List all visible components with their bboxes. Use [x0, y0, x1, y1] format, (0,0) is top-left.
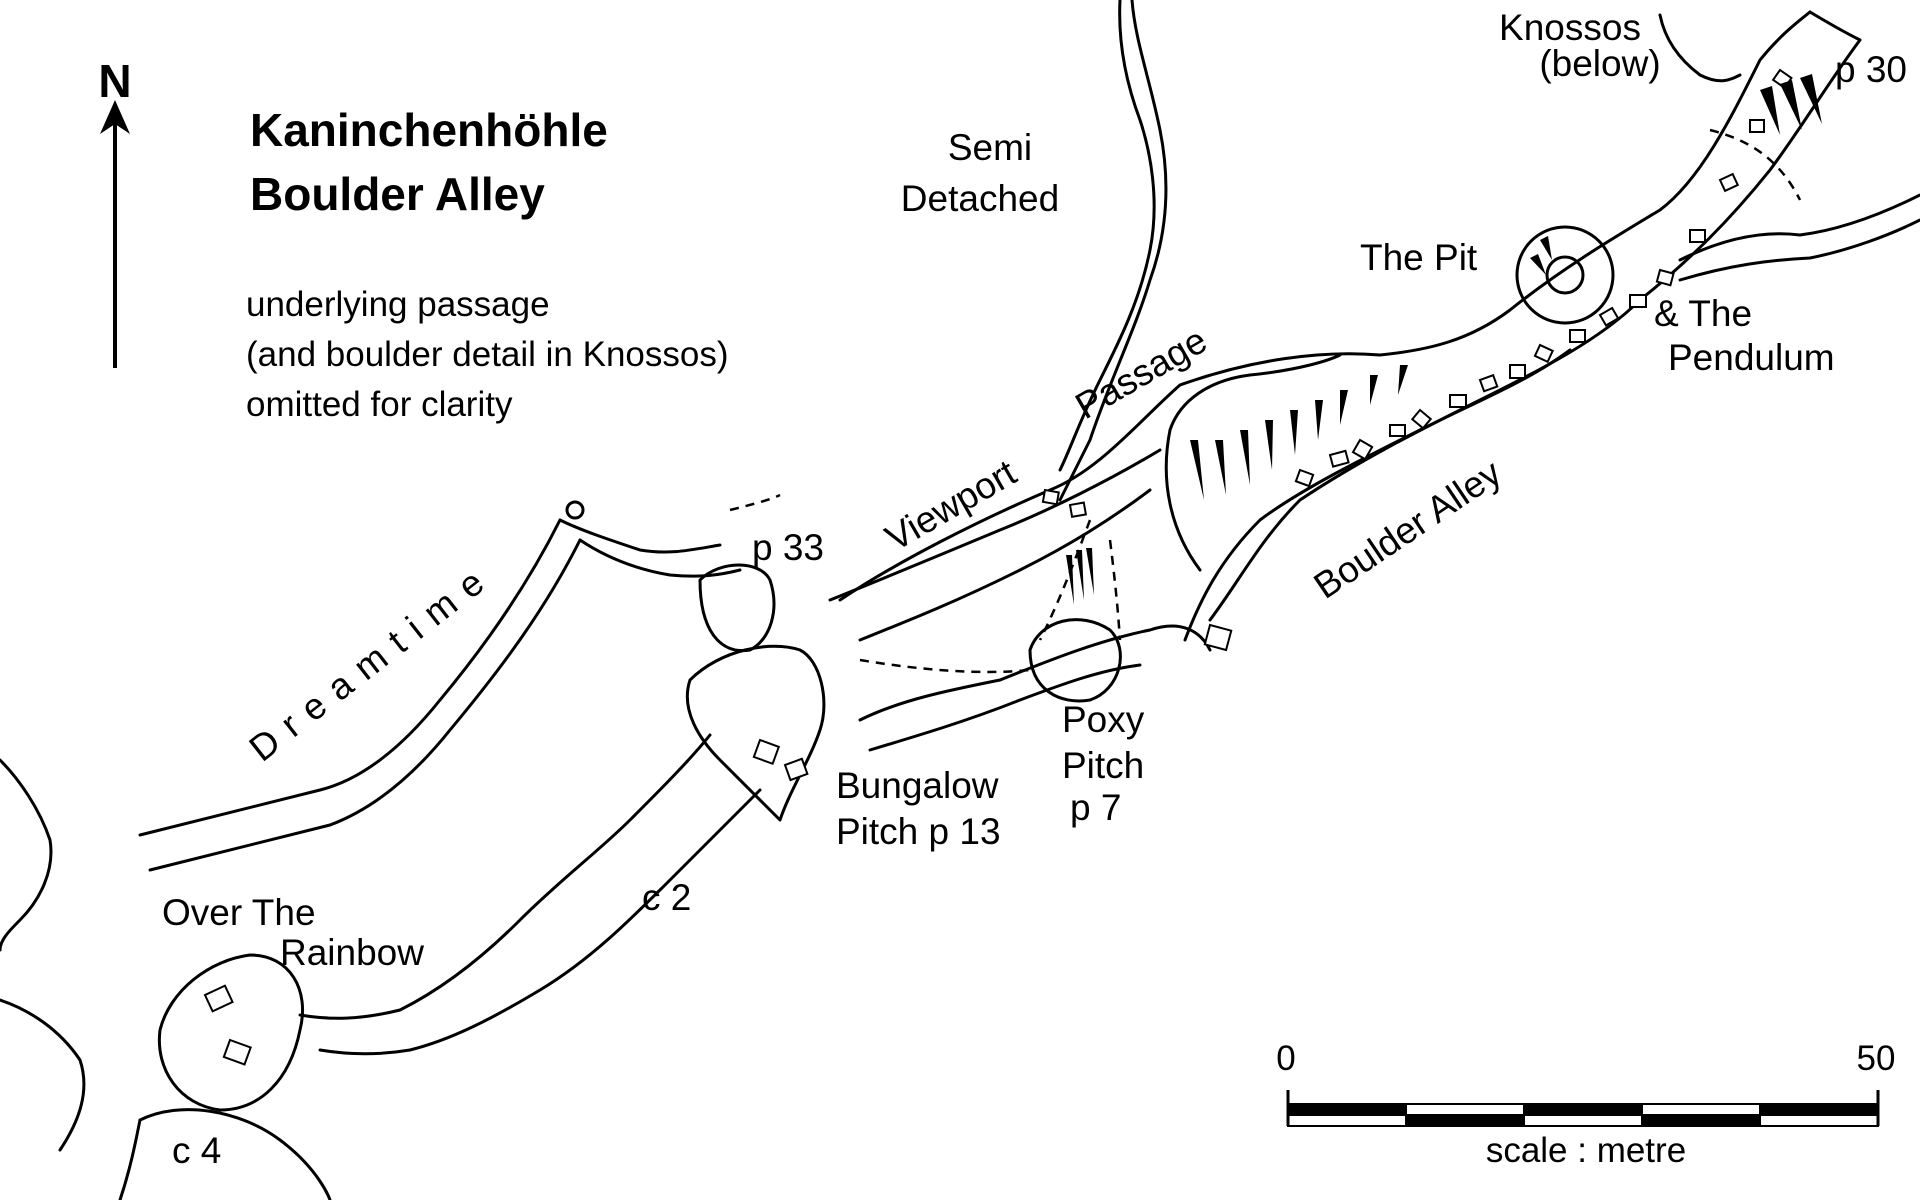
label-c2: c 2 — [642, 877, 691, 918]
north-label: N — [98, 55, 131, 107]
c4-chamber — [118, 1108, 332, 1200]
scale-segment-bottom — [1287, 1114, 1407, 1127]
the-pit-shaft — [1515, 225, 1615, 325]
scale-segment-bottom — [1641, 1114, 1761, 1127]
main-passage-south-wall — [1208, 10, 1862, 622]
dashed-line-4 — [729, 493, 781, 512]
rainbow-passage-south — [318, 788, 762, 1056]
dashed-line-1 — [859, 658, 1031, 674]
dashed-line-3 — [1709, 128, 1802, 201]
scale-segment-top — [1405, 1103, 1525, 1116]
label-p30: p 30 — [1835, 49, 1907, 90]
pitch-hachures — [1066, 74, 1822, 605]
label-over-the: Over The — [162, 892, 316, 933]
dreamtime-passage-south — [148, 538, 582, 872]
map-title-line-1: Kaninchenhöhle — [250, 104, 608, 156]
semi-detached-passage — [1058, 0, 1156, 472]
dashed-line-5 — [1108, 539, 1122, 641]
label-pendulum: Pendulum — [1668, 337, 1835, 378]
scale-segment-bottom — [1759, 1114, 1879, 1127]
label-poxy: Poxy — [1062, 699, 1145, 740]
dashed-lines — [729, 128, 1802, 674]
viewport-passage-wall — [828, 448, 1162, 602]
dashed-line-2 — [1038, 519, 1092, 641]
map-title-line-2: Boulder Alley — [250, 168, 545, 220]
the-pit-inner — [1545, 255, 1585, 295]
left-edge-passage-2 — [0, 998, 86, 1152]
scale-caption: scale : metre — [1486, 1131, 1686, 1170]
scale-segment-top — [1523, 1103, 1643, 1116]
semi-detached-passage-2 — [1058, 0, 1168, 502]
label-detached: Detached — [901, 178, 1059, 219]
rainbow-passage-north — [298, 733, 712, 1020]
connector-passage-2 — [868, 663, 1142, 752]
p33-chamber — [698, 563, 776, 653]
dreamtime-end — [565, 500, 585, 520]
label-passage: Passage — [1069, 319, 1214, 427]
label-knossos: Knossos — [1499, 7, 1641, 48]
rainbow-chamber — [157, 953, 305, 1112]
north-arrow: N — [98, 55, 132, 368]
note-line-2: (and boulder detail in Knossos) — [246, 335, 729, 374]
label-semi: Semi — [948, 127, 1032, 168]
scale-segment-top — [1759, 1103, 1879, 1116]
knossos-passage — [1658, 13, 1742, 83]
scale-segments — [1286, 1090, 1880, 1127]
label-below: (below) — [1539, 43, 1660, 84]
left-edge-passage — [0, 758, 53, 952]
p33-passage — [558, 518, 742, 578]
connector-passage — [858, 624, 1212, 722]
label-the-pit: The Pit — [1360, 237, 1478, 278]
viewport-passage-wall-2 — [858, 488, 1152, 642]
poxy-pitch-chamber — [1028, 618, 1122, 703]
note-line-1: underlying passage — [246, 285, 550, 324]
label-dreamtime: Dreamtime — [242, 554, 502, 770]
scale-segment-top — [1641, 1103, 1761, 1116]
dreamtime-passage-north — [138, 518, 562, 837]
label-bungalow: Bungalow — [836, 765, 999, 806]
label-c4: c 4 — [172, 1130, 221, 1171]
label-p33: p 33 — [752, 527, 824, 568]
scale-segment-top — [1287, 1103, 1407, 1116]
chamber-wall — [1164, 353, 1342, 572]
scale-segment-bottom — [1405, 1114, 1525, 1127]
scale-max-label: 50 — [1857, 1039, 1896, 1078]
boulders — [203, 68, 1793, 1066]
scale-segment-bottom — [1523, 1114, 1643, 1127]
scale-min-label: 0 — [1276, 1039, 1295, 1078]
label-viewport: Viewport — [879, 451, 1024, 559]
label-and-the: & The — [1654, 293, 1752, 334]
scale-bar: 0 50 scale : metre — [1276, 1039, 1895, 1170]
label-p7: p 7 — [1070, 787, 1121, 828]
boulder-alley-wall — [1183, 348, 1572, 642]
label-poxy-pitch: Pitch — [1062, 745, 1144, 786]
note-line-3: omitted for clarity — [246, 385, 513, 424]
pendulum-passage — [1678, 193, 1920, 282]
label-pitch-p13: Pitch p 13 — [836, 811, 1001, 852]
label-rainbow: Rainbow — [280, 932, 424, 973]
